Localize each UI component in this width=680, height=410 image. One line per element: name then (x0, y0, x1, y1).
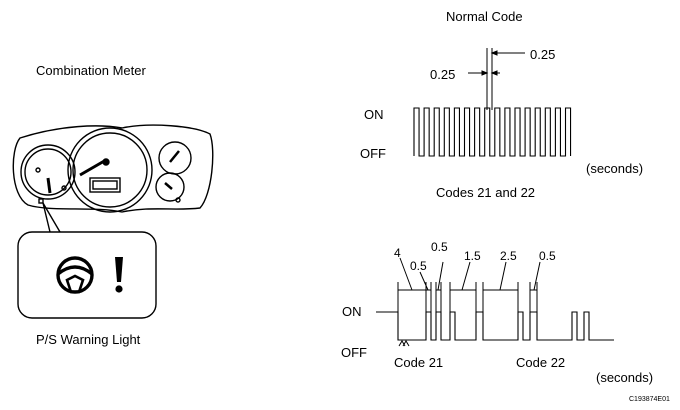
dim-4: 4 (394, 246, 401, 260)
dim-25: 2.5 (500, 249, 517, 263)
dim-05a: 0.5 (410, 259, 427, 273)
code-21-label: Code 21 (394, 355, 444, 370)
normal-code-title: Normal Code (446, 9, 523, 24)
codes-units: (seconds) (596, 370, 654, 385)
ps-warning-lamp (38, 198, 44, 204)
normal-on-label: ON (364, 107, 384, 122)
codes-21-22-waveform (376, 311, 614, 341)
right-lower-gauge (155, 172, 185, 202)
codes-on-label: ON (342, 304, 362, 319)
ps-warning-light-label: P/S Warning Light (36, 332, 141, 347)
codes-off-label: OFF (341, 345, 367, 360)
normal-dim-right: 0.25 (530, 47, 556, 62)
code-dimensions (397, 257, 541, 347)
normal-off-label: OFF (360, 146, 386, 161)
codes-title: Codes 21 and 22 (436, 185, 536, 200)
warning-light-callout (17, 231, 157, 319)
meter-housing (12, 124, 214, 213)
right-upper-gauge (158, 141, 192, 175)
normal-code-waveform (413, 107, 572, 157)
figure-id: C193874E01 (629, 396, 670, 403)
code-22-label: Code 22 (516, 355, 566, 370)
left-gauge (20, 144, 76, 200)
normal-dim-left: 0.25 (430, 67, 456, 82)
exclamation-icon (115, 257, 123, 293)
dim-15: 1.5 (464, 249, 481, 263)
normal-units: (seconds) (586, 161, 644, 176)
steering-wheel-icon (56, 256, 94, 294)
dim-05b: 0.5 (431, 240, 448, 254)
speedometer-gauge (67, 127, 153, 213)
dim-05c: 0.5 (539, 249, 556, 263)
combination-meter-title: Combination Meter (36, 63, 146, 78)
